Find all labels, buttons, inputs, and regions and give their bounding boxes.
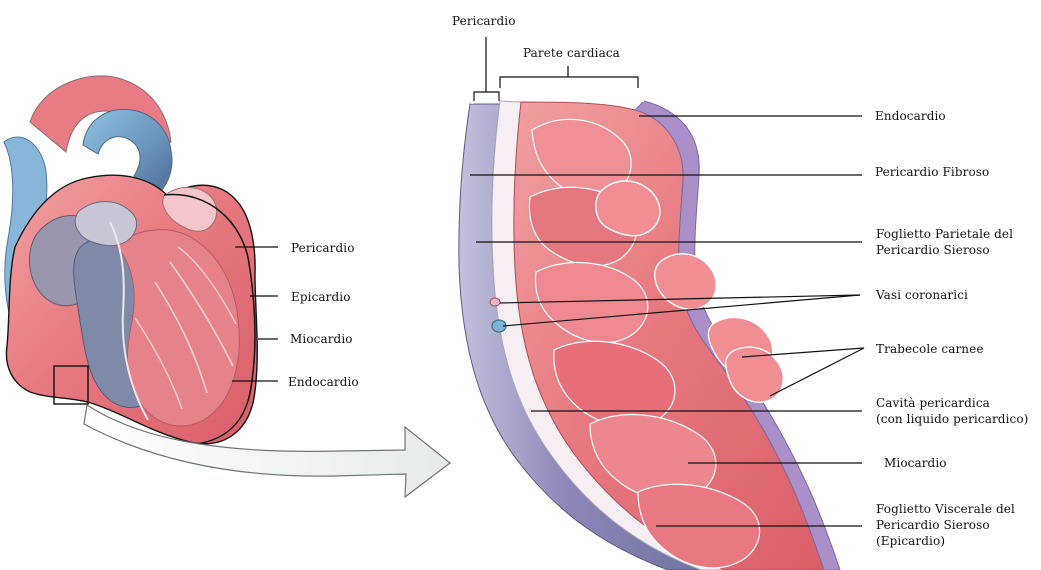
label-vasi-coronarici: Vasi coronarici [876, 287, 968, 303]
label-foglietto-viscerale-line-3: (Epicardio) [876, 533, 1015, 549]
label-left-miocardio: Miocardio [290, 331, 353, 347]
label-right-pericardio-fibroso: Pericardio Fibroso [875, 164, 989, 180]
parete-cardiaca-bracket [500, 66, 638, 88]
label-cavita-pericardica-line-1: Cavità pericardica [876, 395, 1028, 411]
label-foglietto-viscerale-line-2: Pericardio Sieroso [876, 517, 1015, 533]
label-trabecole-carnee: Trabecole carnee [876, 341, 984, 357]
label-top-pericardio: Pericardio [452, 13, 516, 29]
label-right-endocardio: Endocardio [875, 108, 946, 124]
heart-illustration [4, 76, 257, 444]
label-right-miocardio: Miocardio [884, 455, 947, 471]
label-foglietto-parietale: Foglietto Parietale del Pericardio Siero… [876, 226, 1013, 258]
label-cavita-pericardica: Cavità pericardica (con liquido pericard… [876, 395, 1028, 427]
label-parete-cardiaca: Parete cardiaca [523, 45, 620, 61]
right-trabecole-line-2 [770, 348, 864, 396]
label-foglietto-viscerale-line-1: Foglietto Viscerale del [876, 501, 1015, 517]
label-left-epicardio: Epicardio [291, 289, 351, 305]
coronary-vessel-1 [490, 298, 500, 306]
label-foglietto-parietale-line-2: Pericardio Sieroso [876, 242, 1013, 258]
heart-wall-section [459, 97, 840, 570]
pericardio-top-bracket [474, 37, 499, 101]
label-cavita-pericardica-line-2: (con liquido pericardico) [876, 411, 1028, 427]
label-left-endocardio: Endocardio [288, 374, 359, 390]
label-left-pericardio: Pericardio [291, 240, 355, 256]
label-foglietto-parietale-line-1: Foglietto Parietale del [876, 226, 1013, 242]
label-foglietto-viscerale: Foglietto Viscerale del Pericardio Siero… [876, 501, 1015, 549]
